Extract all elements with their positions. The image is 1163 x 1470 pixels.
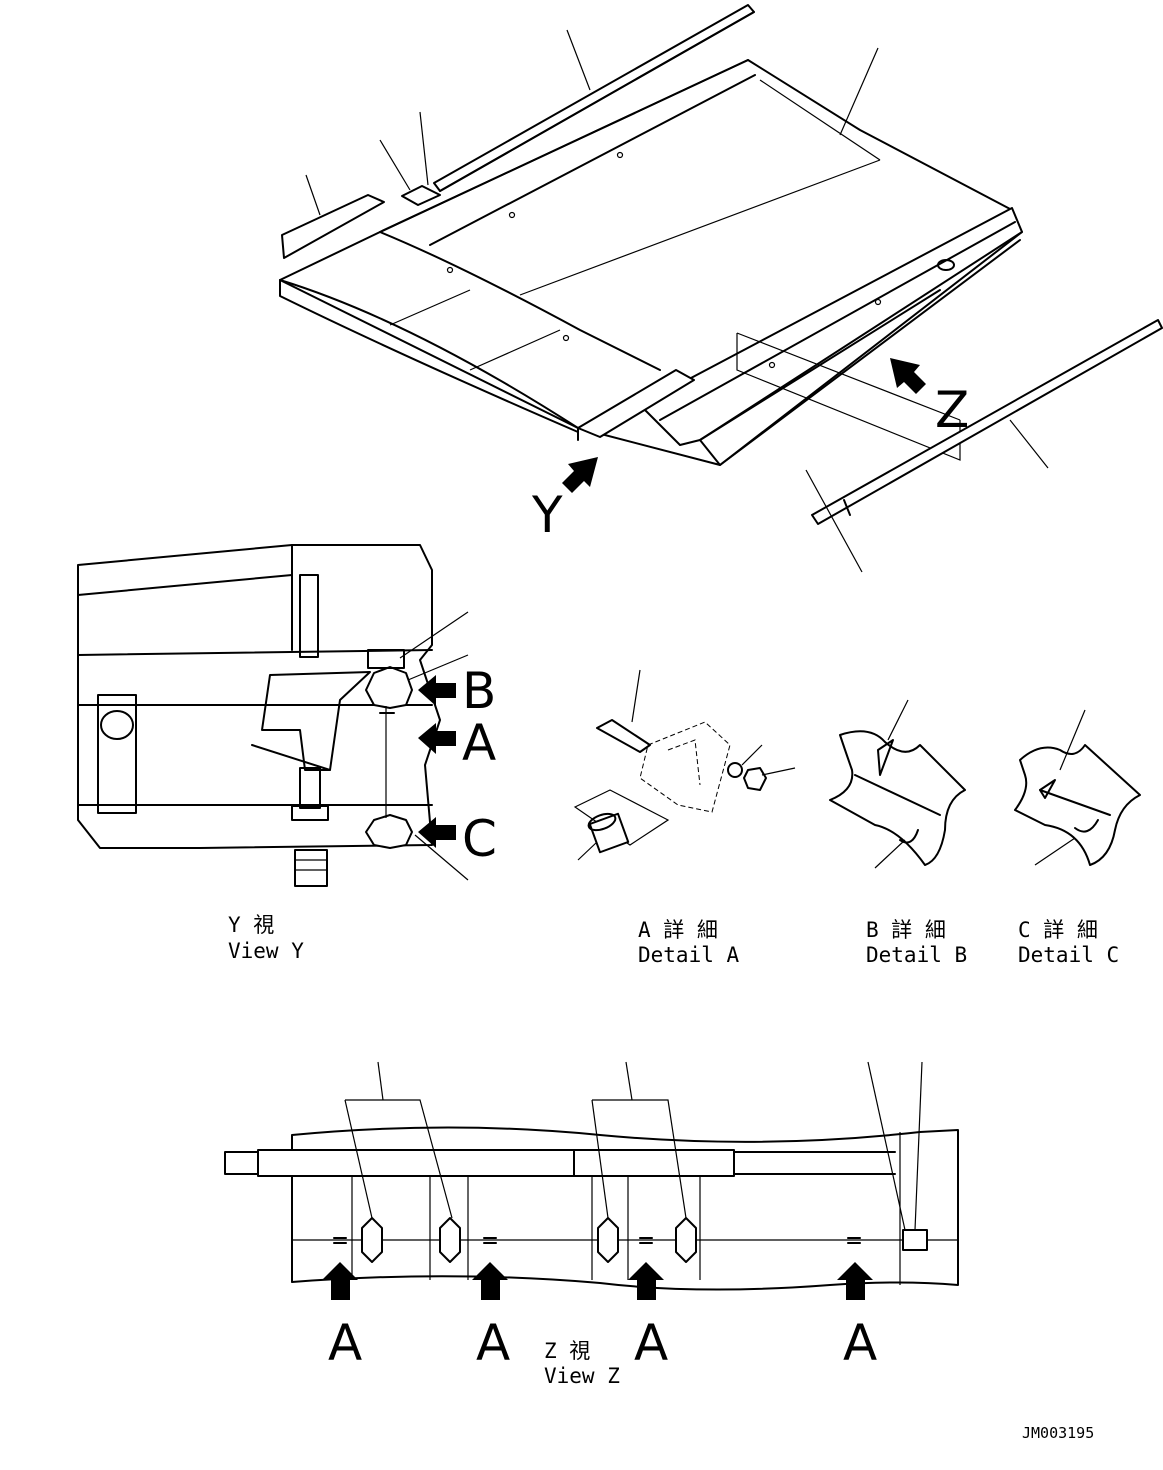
- view-y-marker: Y: [531, 486, 563, 544]
- arrow-c-label: C: [462, 810, 497, 868]
- view-z-caption-en: View Z: [544, 1364, 620, 1388]
- view-z-arrow-label-3: A: [634, 1314, 668, 1372]
- view-z-drawing: [224, 1061, 959, 1291]
- view-y-caption-en: View Y: [228, 939, 304, 963]
- arrow-a-1-icon: [322, 1262, 358, 1300]
- view-z-arrow-label-1: A: [328, 1314, 362, 1372]
- detail-a-caption-en: Detail A: [638, 943, 740, 967]
- drawing-code: JM003195: [1022, 1424, 1094, 1442]
- arrow-a-icon: [418, 723, 456, 754]
- view-y-arrow: [562, 457, 598, 493]
- view-z-arrow-label-2: A: [476, 1314, 510, 1372]
- detail-a-caption-jp: A 詳 細: [638, 918, 718, 942]
- arrow-c-icon: [418, 817, 456, 848]
- arrow-a-3-icon: [628, 1262, 664, 1300]
- view-y-drawing: [77, 544, 469, 887]
- arrow-a-4-icon: [837, 1262, 873, 1300]
- arrow-a-label: A: [462, 714, 496, 772]
- detail-c-caption-jp: C 詳 細: [1018, 918, 1098, 942]
- detail-c-drawing: [1014, 709, 1141, 866]
- arrow-b-label: B: [462, 662, 496, 720]
- view-z-arrow-label-4: A: [843, 1314, 877, 1372]
- detail-a-drawing: [573, 669, 796, 861]
- detail-b-caption-jp: B 詳 細: [866, 918, 946, 942]
- arrow-b-icon: [418, 675, 456, 706]
- detail-c-caption-en: Detail C: [1018, 943, 1119, 967]
- detail-b-drawing: [829, 699, 966, 869]
- detail-b-caption-en: Detail B: [866, 943, 967, 967]
- main-assembly: [279, 4, 1163, 573]
- view-z-caption-jp: Z 視: [544, 1339, 590, 1363]
- view-z-marker: Z: [935, 381, 969, 439]
- arrow-a-2-icon: [472, 1262, 508, 1300]
- view-y-caption-jp: Y 視: [228, 913, 274, 937]
- view-z-arrow: [890, 358, 926, 394]
